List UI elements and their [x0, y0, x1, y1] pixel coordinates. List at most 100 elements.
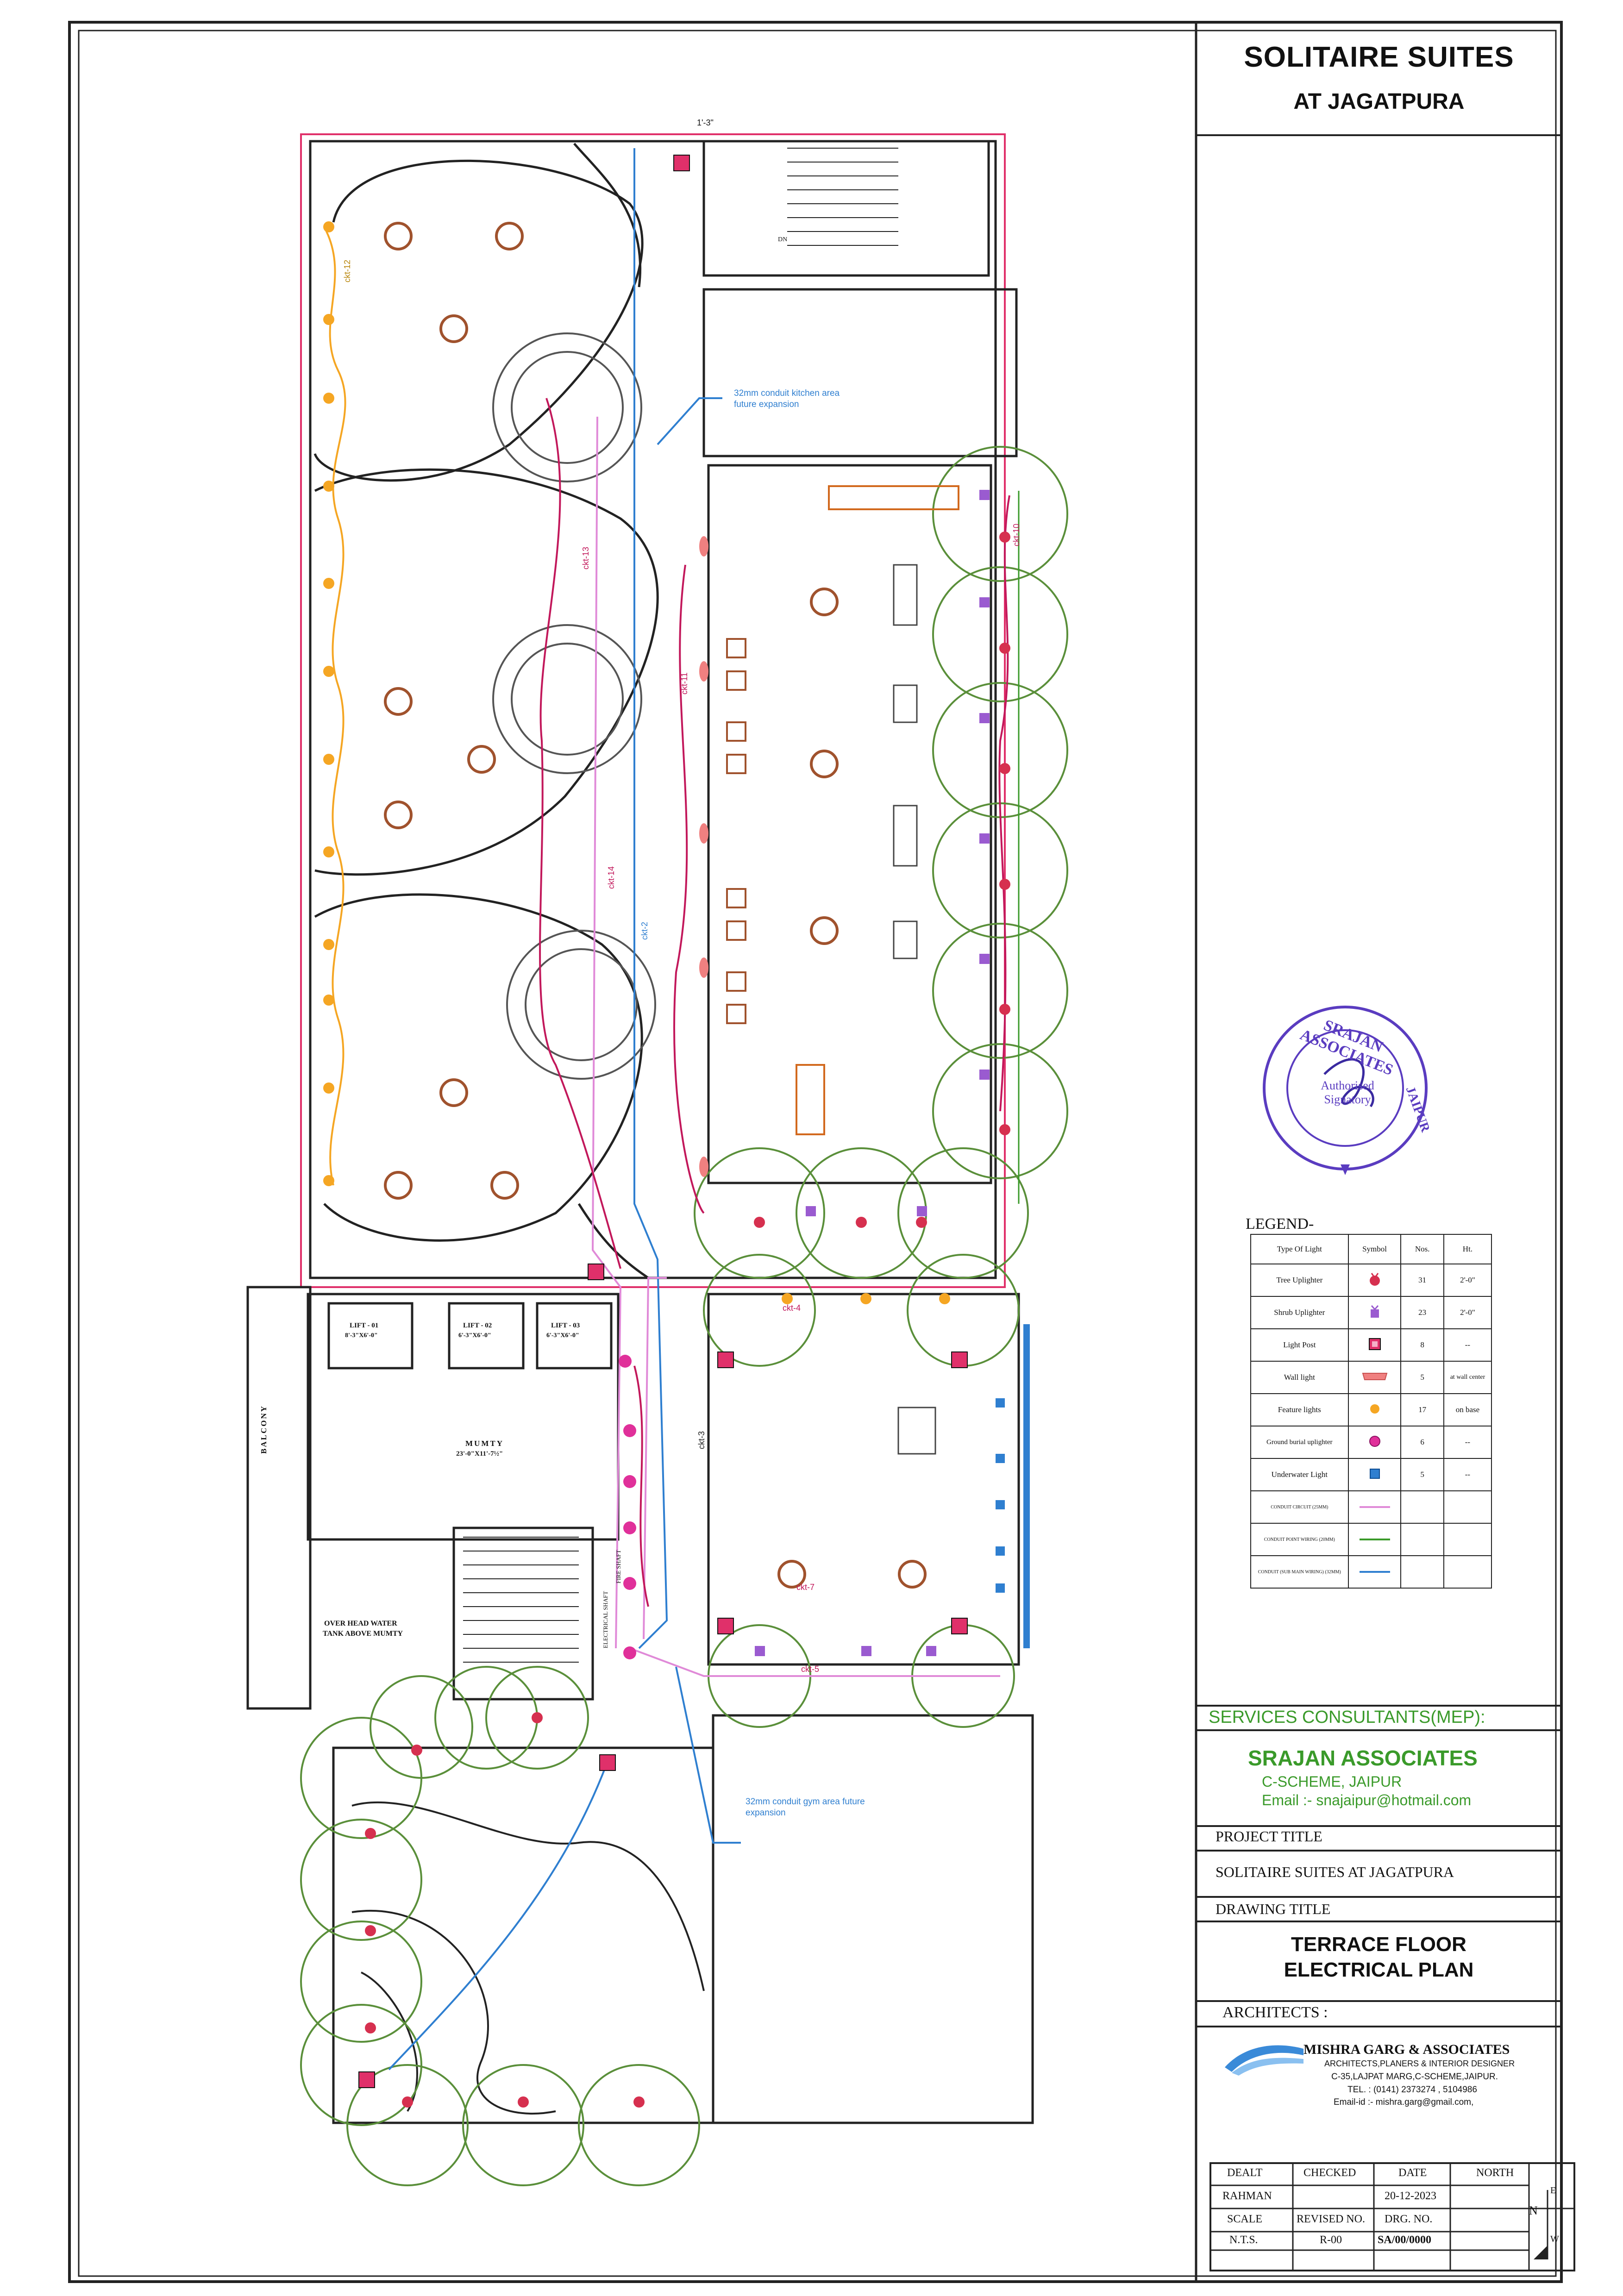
- architects-label: ARCHITECTS :: [1222, 2004, 1328, 2021]
- legend-type: CONDUIT CIRCUIT (25MM): [1250, 1490, 1349, 1524]
- legend-ht: --: [1443, 1458, 1492, 1491]
- fire-shaft-label: FIRE SHAFT: [615, 1550, 622, 1583]
- mumty-size: 23'-0"X11'-7½": [456, 1450, 503, 1458]
- tank-label-line2: TANK ABOVE MUMTY: [323, 1630, 403, 1638]
- legend-row: CONDUIT CIRCUIT (25MM): [1250, 1490, 1492, 1524]
- north-terrace-wall: [309, 140, 997, 1279]
- ckt3-label: ckt-3: [697, 1431, 706, 1449]
- conduit-submain-line: [1359, 1571, 1390, 1573]
- legend-nos: 8: [1400, 1328, 1444, 1362]
- dining-hall: [707, 464, 992, 1184]
- light-post-icon: [1368, 1338, 1381, 1350]
- conduit-submain-lines: [388, 148, 741, 2071]
- legend-header-nos: Nos.: [1400, 1234, 1444, 1264]
- balcony: [246, 1286, 312, 1710]
- wall-light-icon: [1362, 1372, 1387, 1380]
- legend-type: Wall light: [1250, 1361, 1349, 1394]
- dealt-value: RAHMAN: [1222, 2190, 1272, 2202]
- titleblock-rule-4: [1196, 1825, 1561, 1827]
- legend-header-ht: Ht.: [1443, 1234, 1492, 1264]
- project-name-line1: SOLITAIRE SUITES: [1244, 41, 1514, 73]
- project-title-label: PROJECT TITLE: [1216, 1828, 1322, 1845]
- architects-address: C-35,LAJPAT MARG,C-SCHEME,JAIPUR.: [1331, 2072, 1498, 2082]
- legend-row: Wall light 5 at wall center: [1250, 1361, 1492, 1394]
- gym-area: [712, 1714, 1034, 2124]
- lift-01-size: 8'-3"X6'-0": [345, 1332, 378, 1339]
- lift-lobby: [307, 1293, 620, 1541]
- architects-email: Email-id :- mishra.garg@gmail.com,: [1334, 2097, 1474, 2107]
- stair-dn-label: DN: [778, 236, 788, 243]
- legend-row: Tree Uplighter 31 2'-0": [1250, 1264, 1492, 1297]
- drg-label: DRG. NO.: [1385, 2213, 1433, 2225]
- lift-02: [448, 1302, 525, 1370]
- services-address: C-SCHEME, JAIPUR: [1262, 1773, 1402, 1790]
- legend-header-symbol: Symbol: [1347, 1234, 1402, 1264]
- titleblock-rule-1: [1196, 134, 1561, 136]
- feature-lights: [323, 221, 950, 1304]
- legend-nos: 6: [1400, 1426, 1444, 1459]
- titleblock-rule-9: [1196, 2026, 1561, 2027]
- legend-row: Feature lights 17 on base: [1250, 1393, 1492, 1426]
- legend-row: Shrub Uplighter 23 2'-0": [1250, 1296, 1492, 1329]
- architects-tagline: ARCHITECTS,PLANERS & INTERIOR DESIGNER: [1324, 2059, 1515, 2068]
- legend-type: CONDUIT (SUB MAIN WIRING) (32MM): [1250, 1555, 1349, 1589]
- ckt12-label: ckt-12: [343, 259, 352, 282]
- compass-n: N: [1529, 2204, 1538, 2217]
- drawing-title-label: DRAWING TITLE: [1216, 1901, 1331, 1917]
- checked-label: CHECKED: [1303, 2167, 1356, 2179]
- underwater-lights: [996, 1398, 1005, 1593]
- legend-ht: 2'-0": [1443, 1264, 1492, 1297]
- gym-conduit-note: 32mm conduit gym area future expansion: [746, 1797, 865, 1818]
- drawing-title-line1: TERRACE FLOOR: [1291, 1933, 1466, 1956]
- light-posts: [358, 155, 968, 2088]
- legend-title: LEGEND-: [1246, 1215, 1314, 1232]
- ckt10-label: ckt-10: [1012, 523, 1021, 546]
- date-value: 20-12-2023: [1385, 2190, 1436, 2202]
- tree-uplighters: [365, 532, 1010, 2108]
- dimension-top: 1'-3": [697, 118, 714, 127]
- titleblock-rule-3: [1196, 1729, 1561, 1731]
- mid-lounge: [707, 1293, 1020, 1666]
- project-name-line2: AT JAGATPURA: [1293, 89, 1465, 114]
- ground-burial-uplighters: [619, 1355, 636, 1659]
- lift-03-label: LIFT - 03: [551, 1322, 580, 1329]
- titleblock-rule-7: [1196, 1921, 1561, 1922]
- lift-03-size: 6'-3"X6'-0": [546, 1332, 579, 1339]
- titleblock-rule-5: [1196, 1850, 1561, 1852]
- scale-value: N.T.S.: [1229, 2234, 1258, 2246]
- services-email: Email :- snajaipur@hotmail.com: [1262, 1792, 1472, 1808]
- mumty-label: MUMTY: [465, 1439, 504, 1448]
- architect-logo: [1225, 2045, 1303, 2076]
- sheet-inner-border: [78, 30, 1557, 2277]
- titleblock-rule-8: [1196, 2000, 1561, 2002]
- conduit-circuit-lines: [591, 416, 1000, 1677]
- lift-03: [536, 1302, 613, 1370]
- circuit-wiring: [539, 398, 1010, 1607]
- drg-value: SA/00/0000: [1378, 2234, 1432, 2246]
- architects-firm: MISHRA GARG & ASSOCIATES: [1303, 2042, 1510, 2057]
- lower-stair: [452, 1526, 594, 1701]
- titleblock-rule-2: [1196, 1705, 1561, 1707]
- top-stair: [702, 140, 990, 277]
- lift-01-label: LIFT - 01: [350, 1322, 379, 1329]
- stair-treads: [463, 148, 898, 1663]
- dining-booths: [726, 485, 959, 1135]
- tree-uplighter-icon: [1369, 1272, 1380, 1286]
- architects-tel: TEL. : (0141) 2373274 , 5104986: [1347, 2085, 1477, 2095]
- ckt13-label: ckt-13: [581, 546, 590, 569]
- legend-nos: 31: [1400, 1264, 1444, 1297]
- ckt2-label: ckt-2: [640, 921, 649, 940]
- date-label: DATE: [1398, 2167, 1427, 2179]
- conduit-point-line: [1359, 1539, 1390, 1540]
- legend-row: Ground burial uplighter 6 --: [1250, 1426, 1492, 1459]
- legend-ht: --: [1443, 1328, 1492, 1362]
- consultant-stamp: [1263, 1006, 1428, 1175]
- legend-type: Light Post: [1250, 1328, 1349, 1362]
- legend-type: Ground burial uplighter: [1250, 1426, 1349, 1459]
- drawing-title-line2: ELECTRICAL PLAN: [1284, 1958, 1474, 1981]
- kitchen-conduit-note: 32mm conduit kitchen area future expansi…: [734, 388, 840, 409]
- legend-header-type: Type Of Light: [1250, 1234, 1349, 1264]
- titleblock-grid: [1209, 2162, 1575, 2271]
- shrub-uplighter-icon: [1370, 1305, 1379, 1318]
